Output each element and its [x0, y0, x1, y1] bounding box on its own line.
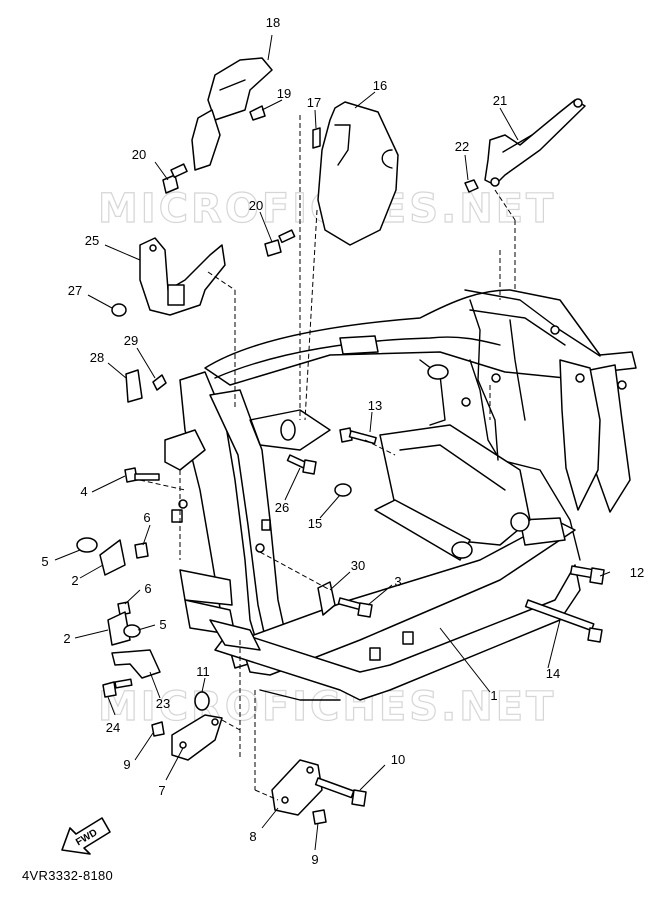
- part-18-bracket: [191, 57, 273, 171]
- part-16-cover: [317, 101, 399, 246]
- callout-7: 7: [158, 783, 165, 798]
- callout-4: 4: [80, 484, 87, 499]
- callout-23: 23: [156, 696, 170, 711]
- plate-2b: [107, 611, 131, 646]
- part-17-piece: [312, 127, 321, 149]
- part-19-clip: [249, 105, 266, 121]
- callout-9-left: 9: [123, 757, 130, 772]
- washer-11: [194, 691, 210, 711]
- bracket-30: [317, 581, 336, 616]
- callout-16: 16: [373, 78, 387, 93]
- callout-25: 25: [85, 233, 99, 248]
- document-code: 4VR3332-8180: [22, 868, 114, 883]
- plate-7: [171, 714, 223, 761]
- leader-lines: [54, 34, 611, 851]
- washer-5a: [76, 537, 98, 553]
- plate-8: [271, 759, 323, 816]
- callout-20-upper: 20: [132, 147, 146, 162]
- bolt-29: [152, 374, 167, 391]
- bolt-13: [339, 427, 377, 445]
- callout-8: 8: [249, 829, 256, 844]
- callout-14: 14: [546, 666, 560, 681]
- callout-2-upper: 2: [71, 573, 78, 588]
- callout-15: 15: [308, 516, 322, 531]
- callout-10: 10: [391, 752, 405, 767]
- bolt-14: [524, 599, 603, 643]
- bolt-4: [124, 467, 160, 483]
- bolt-3: [337, 597, 373, 618]
- callout-2-lower: 2: [63, 631, 70, 646]
- callout-18: 18: [266, 15, 280, 30]
- callout-9-right: 9: [311, 852, 318, 867]
- bolt-26: [286, 454, 317, 475]
- callout-20-lower: 20: [249, 198, 263, 213]
- bolt-9a: [151, 721, 165, 737]
- callout-19: 19: [277, 86, 291, 101]
- callout-22: 22: [455, 139, 469, 154]
- bolt-9b: [312, 809, 327, 825]
- callout-24: 24: [106, 720, 120, 735]
- callout-3: 3: [394, 574, 401, 589]
- watermark-bottom: MICROFICHES.NET: [98, 684, 556, 730]
- bolt-6a: [134, 542, 149, 559]
- bolt-20-lower: [264, 229, 296, 257]
- callout-30: 30: [351, 558, 365, 573]
- washer-5b: [123, 624, 141, 638]
- callout-28: 28: [90, 350, 104, 365]
- nut-27: [111, 303, 127, 317]
- callout-5-lower: 5: [159, 617, 166, 632]
- nut-22: [464, 179, 479, 193]
- callout-26: 26: [275, 500, 289, 515]
- callout-27: 27: [68, 283, 82, 298]
- callout-1: 1: [490, 688, 497, 703]
- callout-6-upper: 6: [143, 510, 150, 525]
- fwd-arrow-icon: FWD: [61, 817, 111, 855]
- bolt-12: [569, 565, 605, 585]
- plate-2a: [99, 539, 126, 576]
- bracket-28: [125, 369, 143, 403]
- callout-5-upper: 5: [41, 554, 48, 569]
- bolt-20-upper: [162, 163, 188, 194]
- callout-12: 12: [630, 565, 644, 580]
- callout-29: 29: [124, 333, 138, 348]
- part-25-bracket: [139, 237, 226, 316]
- callout-13: 13: [368, 398, 382, 413]
- washer-15: [334, 483, 352, 497]
- callout-6-lower: 6: [144, 581, 151, 596]
- bolt-24: [102, 678, 133, 698]
- callout-11: 11: [196, 664, 210, 679]
- callouts: 18 19 17 16 21 22 20 20 25 27 29 28 13 4…: [41, 15, 644, 867]
- main-frame: [164, 289, 637, 701]
- bracket-23: [111, 649, 161, 679]
- bolt-10: [314, 777, 367, 807]
- bolt-6b: [117, 601, 131, 616]
- part-21-stay: [484, 98, 586, 187]
- callout-17: 17: [307, 95, 321, 110]
- callout-21: 21: [493, 93, 507, 108]
